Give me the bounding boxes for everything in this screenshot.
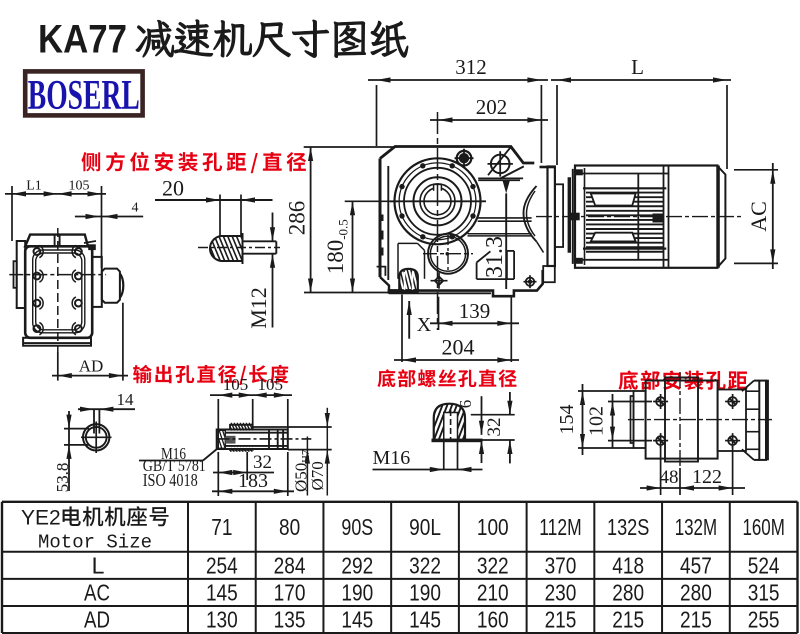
svg-text:AC: AC bbox=[84, 580, 110, 606]
svg-text:20: 20 bbox=[162, 176, 184, 201]
svg-text:53.8: 53.8 bbox=[53, 463, 72, 493]
svg-text:255: 255 bbox=[748, 606, 780, 632]
svg-text:105: 105 bbox=[223, 375, 249, 394]
svg-text:AD: AD bbox=[79, 357, 104, 376]
svg-text:132M: 132M bbox=[675, 514, 717, 540]
svg-text:204: 204 bbox=[442, 335, 475, 360]
svg-text:90S: 90S bbox=[341, 514, 373, 540]
svg-text:130: 130 bbox=[206, 606, 238, 632]
svg-text:135: 135 bbox=[274, 606, 306, 632]
svg-text:183: 183 bbox=[238, 470, 268, 492]
svg-text:457: 457 bbox=[680, 553, 712, 579]
svg-text:X: X bbox=[417, 314, 432, 336]
svg-text:322: 322 bbox=[477, 553, 509, 579]
svg-text:AD: AD bbox=[84, 606, 110, 632]
svg-text:31.3: 31.3 bbox=[482, 236, 508, 278]
svg-text:YE2: YE2 bbox=[21, 507, 61, 530]
svg-text:105: 105 bbox=[258, 375, 284, 394]
svg-text:AC: AC bbox=[746, 201, 771, 232]
svg-text:292: 292 bbox=[341, 553, 373, 579]
svg-text:280: 280 bbox=[612, 580, 644, 606]
svg-text:230: 230 bbox=[545, 580, 577, 606]
svg-text:160M: 160M bbox=[742, 514, 784, 540]
svg-text:71: 71 bbox=[211, 514, 232, 540]
svg-text:100: 100 bbox=[477, 514, 509, 540]
svg-text:6: 6 bbox=[456, 400, 475, 409]
svg-text:160: 160 bbox=[477, 606, 509, 632]
svg-text:Motor Size: Motor Size bbox=[38, 532, 152, 554]
svg-text:190: 190 bbox=[409, 580, 441, 606]
svg-text:L: L bbox=[631, 55, 644, 79]
svg-text:102: 102 bbox=[586, 406, 608, 436]
svg-text:202: 202 bbox=[476, 95, 508, 119]
svg-text:215: 215 bbox=[545, 606, 577, 632]
svg-text:145: 145 bbox=[341, 606, 373, 632]
svg-text:105: 105 bbox=[69, 179, 90, 194]
svg-text:14: 14 bbox=[117, 390, 135, 409]
svg-text:KA77: KA77 bbox=[38, 18, 127, 62]
svg-text:32: 32 bbox=[484, 418, 505, 437]
svg-text:145: 145 bbox=[409, 606, 441, 632]
svg-text:215: 215 bbox=[680, 606, 712, 632]
svg-text:145: 145 bbox=[206, 580, 238, 606]
svg-text:M16: M16 bbox=[373, 447, 411, 469]
svg-text:112M: 112M bbox=[539, 514, 581, 540]
svg-text:312: 312 bbox=[455, 55, 487, 79]
svg-text:315: 315 bbox=[748, 580, 780, 606]
svg-text:L1: L1 bbox=[26, 179, 42, 194]
svg-text:Ø70: Ø70 bbox=[308, 461, 327, 490]
svg-text:132S: 132S bbox=[607, 514, 649, 540]
svg-text:280: 280 bbox=[680, 580, 712, 606]
svg-text:254: 254 bbox=[206, 553, 238, 579]
svg-text:4: 4 bbox=[132, 201, 139, 216]
svg-text:286: 286 bbox=[285, 201, 310, 236]
svg-text:215: 215 bbox=[612, 606, 644, 632]
svg-text:170: 170 bbox=[274, 580, 306, 606]
svg-text:210: 210 bbox=[477, 580, 509, 606]
svg-text:80: 80 bbox=[279, 514, 300, 540]
svg-text:M12: M12 bbox=[246, 287, 271, 329]
svg-text:90L: 90L bbox=[409, 514, 441, 540]
svg-text:139: 139 bbox=[459, 299, 491, 323]
svg-text:L: L bbox=[92, 553, 105, 579]
svg-text:BOSERL: BOSERL bbox=[28, 73, 140, 119]
svg-text:284: 284 bbox=[274, 553, 306, 579]
svg-text:418: 418 bbox=[612, 553, 644, 579]
svg-text:154: 154 bbox=[556, 405, 578, 435]
svg-text:ISO 4018: ISO 4018 bbox=[143, 470, 198, 490]
svg-text:32: 32 bbox=[253, 452, 272, 473]
svg-text:322: 322 bbox=[409, 553, 441, 579]
svg-text:370: 370 bbox=[545, 553, 577, 579]
svg-text:48: 48 bbox=[660, 467, 679, 488]
svg-text:190: 190 bbox=[341, 580, 373, 606]
svg-text:M16: M16 bbox=[161, 444, 186, 463]
svg-text:524: 524 bbox=[748, 553, 780, 579]
svg-text:122: 122 bbox=[692, 466, 722, 488]
